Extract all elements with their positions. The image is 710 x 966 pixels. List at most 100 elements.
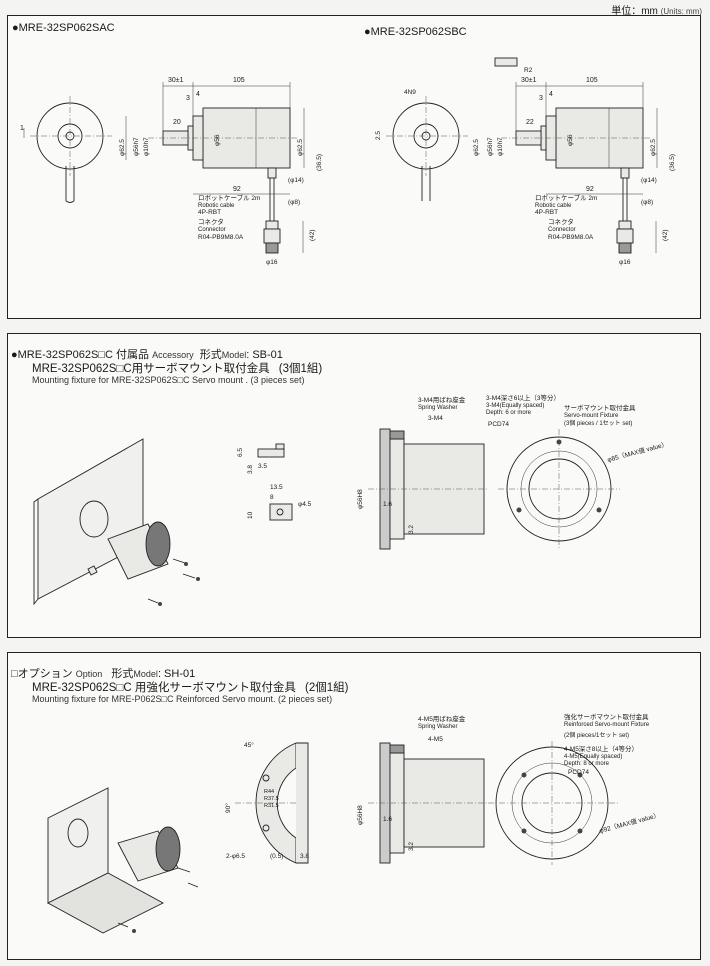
svg-text:1: 1 (20, 125, 24, 132)
svg-text:Robotic cable: Robotic cable (198, 203, 235, 209)
svg-text:(36.5): (36.5) (316, 154, 323, 171)
svg-text:(φ8): (φ8) (288, 199, 300, 206)
accessory-description: Mounting fixture for MRE-32SP062S□C Serv… (32, 375, 305, 385)
svg-text:φ85（MAX値 value）: φ85（MAX値 value） (606, 439, 669, 464)
svg-text:φ62.5: φ62.5 (297, 139, 304, 156)
front-view-sb: 3-M4深さ6以上（3等分） 3-M4(Equally spaced) Dept… (486, 393, 669, 549)
assembly-perspective-sb (33, 438, 200, 606)
svg-text:Depth: 6 or more: Depth: 6 or more (486, 410, 532, 416)
svg-text:φ16: φ16 (619, 259, 631, 266)
svg-text:PCD74: PCD74 (488, 421, 509, 428)
svg-text:φ92（MAX値 value）: φ92（MAX値 value） (598, 810, 661, 835)
svg-text:φ16: φ16 (266, 259, 278, 266)
svg-text:(φ14): (φ14) (641, 177, 657, 184)
svg-text:Depth: 8 or more: Depth: 8 or more (564, 761, 610, 767)
svg-text:R04-PB9M8.0A: R04-PB9M8.0A (198, 234, 244, 241)
model-b-title: ●MRE-32SP062SBC (364, 26, 467, 38)
option-description: Mounting fixture for MRE-P062S□C Reinfor… (32, 694, 333, 704)
option-subtitle: MRE-32SP062S□C 用強化サーボマウント取付金具 (2個1組) (32, 682, 349, 694)
bracket-arc-view-sh: 45° 90° R44 R37.5 R31.5 2-φ6.5 (0.5) 3.8 (224, 741, 309, 864)
svg-text:3-M4用ばね座金: 3-M4用ばね座金 (418, 395, 466, 404)
svg-text:10: 10 (247, 511, 254, 519)
svg-text:4-M5用ばね座金: 4-M5用ばね座金 (418, 714, 466, 723)
svg-text:R44: R44 (264, 789, 274, 795)
svg-text:3.2: 3.2 (408, 842, 415, 851)
front-view-sh: 強化サーボマウント取付金具 Reinforced Servo-mount Fix… (488, 712, 661, 865)
svg-text:3-M4深さ6以上（3等分）: 3-M4深さ6以上（3等分） (486, 393, 560, 402)
model-a-title: ●MRE-32SP062SAC (12, 22, 115, 34)
panel-accessory-sb01: ●MRE-32SP062S□C 付属品 Accessory 形式Model: S… (7, 333, 701, 638)
svg-text:4P-RBT: 4P-RBT (198, 209, 221, 216)
svg-text:φ56: φ56 (214, 134, 221, 146)
end-view-b: 4N9 2.5 R2 (375, 57, 533, 201)
option-title: □オプション Option 形式Model: SH-01 (11, 668, 196, 680)
svg-text:φ56: φ56 (567, 134, 574, 146)
svg-text:PCD74: PCD74 (568, 769, 589, 776)
accessory-title: ●MRE-32SP062S□C 付属品 Accessory 形式Model: S… (11, 349, 283, 361)
svg-text:φ56H8: φ56H8 (357, 805, 364, 825)
svg-text:φ4.5: φ4.5 (298, 501, 312, 508)
svg-text:3.8: 3.8 (300, 853, 309, 860)
section-view-sb: φ56H8 1.6 3.2 3-M4用ばね座金 Spring Washer 3-… (357, 395, 488, 550)
svg-text:20: 20 (173, 119, 181, 126)
svg-text:92: 92 (586, 186, 594, 193)
svg-text:Connector: Connector (548, 227, 576, 233)
fixture-part-sb: 6.5 3.8 3.5 13.5 8 10 φ4.5 (237, 443, 312, 521)
svg-text:30±1: 30±1 (521, 77, 537, 84)
svg-text:6.5: 6.5 (237, 448, 244, 457)
svg-text:1.6: 1.6 (383, 501, 392, 508)
svg-text:2-φ6.5: 2-φ6.5 (226, 853, 245, 860)
svg-text:R31.5: R31.5 (264, 803, 279, 809)
svg-text:105: 105 (586, 77, 598, 84)
svg-text:30±1: 30±1 (168, 77, 184, 84)
svg-text:R2: R2 (524, 67, 533, 74)
svg-text:90°: 90° (224, 803, 232, 813)
svg-text:コネクタ: コネクタ (548, 217, 574, 226)
svg-text:Connector: Connector (198, 227, 226, 233)
svg-text:φ56h7: φ56h7 (133, 137, 140, 156)
svg-text:φ62.5: φ62.5 (650, 139, 657, 156)
svg-text:3: 3 (186, 95, 190, 102)
svg-text:(2個 pieces/1セット set): (2個 pieces/1セット set) (564, 731, 629, 739)
svg-text:Spring Washer: Spring Washer (418, 724, 457, 730)
svg-text:22: 22 (526, 119, 534, 126)
svg-text:Reinforced Servo-mount Fixture: Reinforced Servo-mount Fixture (564, 722, 650, 728)
svg-text:(φ8): (φ8) (641, 199, 653, 206)
svg-text:4-M5(Equally spaced): 4-M5(Equally spaced) (564, 754, 622, 760)
assembly-perspective-sh (47, 787, 199, 934)
svg-text:3.5: 3.5 (258, 463, 267, 470)
svg-text:R04-PB9M8.0A: R04-PB9M8.0A (548, 234, 594, 241)
svg-text:φ62.5: φ62.5 (473, 139, 480, 156)
svg-text:(42): (42) (662, 229, 669, 241)
svg-text:サーボマウント取付金具: サーボマウント取付金具 (564, 403, 636, 412)
units-label: 単位：mm (Units: mm) (611, 6, 702, 17)
svg-text:4: 4 (549, 91, 553, 98)
svg-text:Robotic cable: Robotic cable (535, 203, 572, 209)
svg-text:φ62.5: φ62.5 (119, 139, 126, 156)
svg-text:(0.5): (0.5) (270, 853, 283, 860)
panel-option-sh01: □オプション Option 形式Model: SH-01 MRE-32SP062… (7, 652, 701, 960)
svg-text:1.6: 1.6 (383, 816, 392, 823)
svg-text:4P-RBT: 4P-RBT (535, 209, 558, 216)
svg-text:4N9: 4N9 (404, 89, 416, 96)
svg-text:105: 105 (233, 77, 245, 84)
accessory-subtitle: MRE-32SP062S□C用サーボマウント取付金具 (3個1組) (32, 363, 323, 375)
svg-text:3: 3 (539, 95, 543, 102)
svg-text:コネクタ: コネクタ (198, 217, 224, 226)
svg-text:ロボットケーブル 2m: ロボットケーブル 2m (535, 193, 597, 202)
svg-text:(36.5): (36.5) (669, 154, 676, 171)
end-view-a: 1 (20, 96, 112, 203)
side-view-b: 30±1 105 3 4 22 φ62.5 φ56h7 φ10h7 φ56 φ6… (473, 77, 676, 266)
side-view-a: 30±1 105 3 4 20 φ62.5 φ56h7 φ10h7 φ56 φ6… (119, 77, 323, 266)
svg-text:3.2: 3.2 (408, 525, 415, 534)
svg-text:4-M5: 4-M5 (428, 736, 443, 743)
svg-text:4-M5深さ8以上（4等分）: 4-M5深さ8以上（4等分） (564, 744, 638, 753)
svg-text:3-M4(Equally spaced): 3-M4(Equally spaced) (486, 403, 544, 409)
motor-drawings: 1 30±1 105 3 4 20 φ62.5 (20, 57, 676, 266)
svg-text:Spring Washer: Spring Washer (418, 405, 457, 411)
option-drawings: 45° 90° R44 R37.5 R31.5 2-φ6.5 (0.5) 3.8… (47, 712, 661, 934)
svg-text:φ56H8: φ56H8 (357, 489, 364, 509)
panel-motor-dimensions: ●MRE-32SP062SAC ●MRE-32SP062SBC 1 (7, 15, 701, 319)
svg-text:(φ14): (φ14) (288, 177, 304, 184)
svg-text:8: 8 (270, 494, 274, 501)
